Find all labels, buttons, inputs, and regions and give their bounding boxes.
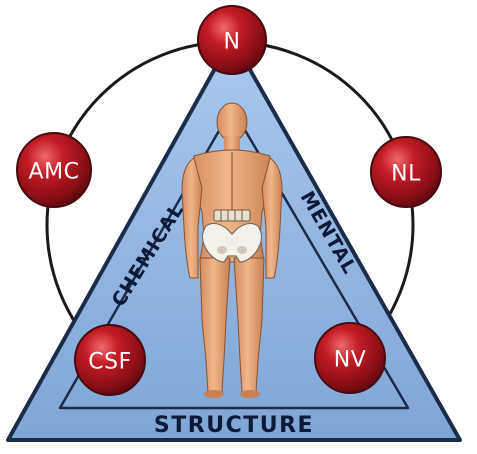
node-nl: NL xyxy=(370,136,442,208)
node-csf: CSF xyxy=(74,324,146,396)
lumbar-spine-icon xyxy=(213,209,251,222)
node-n: N xyxy=(197,5,267,75)
node-amc-label: AMC xyxy=(29,160,80,185)
node-csf-label: CSF xyxy=(88,350,131,375)
side-label-structure: STRUCTURE xyxy=(154,413,314,438)
node-amc: AMC xyxy=(16,132,92,208)
node-nl-label: NL xyxy=(391,162,421,187)
node-nv-label: NV xyxy=(334,348,367,373)
triad-inner-triangle xyxy=(58,106,410,410)
node-n-label: N xyxy=(224,30,241,55)
node-nv: NV xyxy=(314,322,386,394)
pelvis-icon xyxy=(201,222,263,263)
